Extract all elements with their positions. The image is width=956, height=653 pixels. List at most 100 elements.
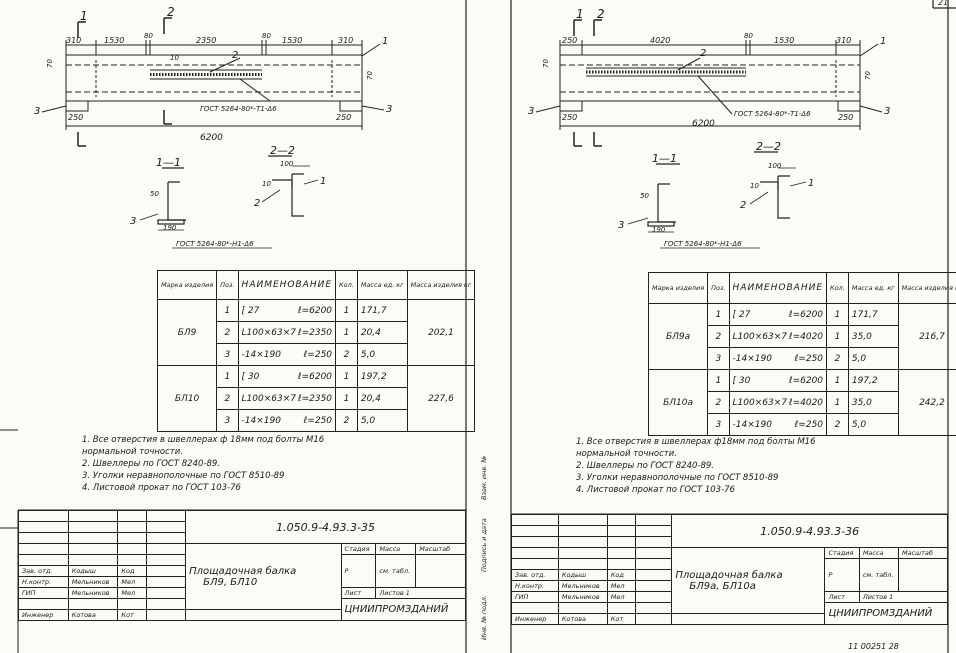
profile: -14×190 xyxy=(241,415,281,426)
dim-80-right: 80 xyxy=(262,32,271,40)
tb-cell-blank xyxy=(67,554,119,566)
sec22-leader-2 xyxy=(749,191,769,205)
tb-signature: Мел xyxy=(117,576,147,588)
qty-cell: 1 xyxy=(826,369,849,392)
tb-person: Кодыш xyxy=(67,565,119,577)
section-1-label: 1 xyxy=(80,9,88,23)
tb-signature: Мел xyxy=(117,587,147,599)
pos-1-label: 1 xyxy=(880,36,886,47)
section-2-2-title: 2—2 xyxy=(756,140,781,153)
tb-cell-blank xyxy=(557,558,608,570)
tb-role: Н.контр. xyxy=(18,576,69,588)
qty-cell: 2 xyxy=(826,413,849,436)
mass-cell: 171,7 xyxy=(356,299,408,322)
sec22-angle xyxy=(760,181,779,190)
sec11-channel xyxy=(167,181,186,221)
tb-cell-blank xyxy=(634,558,673,570)
dim-80-left: 80 xyxy=(144,32,153,40)
leader-pos-1 xyxy=(859,43,879,57)
total-mass-cell: 202,1 xyxy=(406,299,476,366)
th-mass: Масса ед. кг xyxy=(847,272,899,304)
sec22-angle xyxy=(272,179,293,188)
tb-drawing-code: 1.050.9-4.93.3-36 xyxy=(671,514,948,548)
pos-cell: 1 xyxy=(216,365,239,388)
section-1-label: 1 xyxy=(576,7,584,21)
sec22-channel xyxy=(777,175,790,219)
tb-cell-blank xyxy=(557,514,608,526)
dim-side-70-left: 70 xyxy=(542,59,550,68)
sec22-pos-1: 1 xyxy=(320,176,326,187)
sec22-dim-100-label: 100 xyxy=(280,160,294,168)
dim-6200: 6200 xyxy=(200,133,223,143)
pos-2-label: 2 xyxy=(232,50,238,61)
length: ℓ=4020 xyxy=(788,397,824,408)
th-pos: Поз. xyxy=(216,270,239,300)
pos-3-label-left: 3 xyxy=(528,106,534,117)
sheet-number: 21 xyxy=(938,0,949,7)
mark-cell: БЛ9а xyxy=(647,303,709,370)
mass-cell: 35,0 xyxy=(847,325,899,348)
tb-cell-blank xyxy=(18,598,69,610)
th-mark: Марка изделия xyxy=(647,272,709,304)
pos-3-label-right: 3 xyxy=(884,106,890,117)
mass-cell: 197,2 xyxy=(847,369,899,392)
dim-310: 310 xyxy=(836,36,851,45)
tb-cell-blank xyxy=(145,510,187,522)
tb-cell-blank xyxy=(145,598,187,610)
sheet-left-drawing: 1 2 310 1530 80 10 2350 80 1530 310 70 7… xyxy=(0,0,467,653)
tb-cell-blank xyxy=(606,514,636,526)
tb-cell-blank xyxy=(511,536,559,548)
pos-cell: 1 xyxy=(216,299,239,322)
tb-sheets: Листов 1 xyxy=(375,587,466,599)
tb-mass: см. табл. xyxy=(375,554,417,588)
tb-role: Зав. отд. xyxy=(18,565,69,577)
tb-person: Мельников xyxy=(67,587,119,599)
tb-person: Котова xyxy=(557,613,608,625)
pos-3-label-right: 3 xyxy=(386,104,392,115)
tb-person: Мельников xyxy=(67,576,119,588)
tb-title-line-1: Площадочная балка xyxy=(189,565,297,577)
dim-side-70-right: 70 xyxy=(366,71,374,80)
plate-right xyxy=(837,100,861,112)
tb-title-line-2: БЛ9а, БЛ10а xyxy=(689,580,756,592)
dim-310-right: 310 xyxy=(338,36,353,45)
th-mass: Масса ед. кг xyxy=(356,270,408,300)
weld-gost-label: ГОСТ 5264-80*-Т1-Δ6 xyxy=(200,105,277,113)
tb-cell-blank xyxy=(67,543,119,555)
tb-date xyxy=(634,591,673,603)
dim-250-left: 250 xyxy=(562,113,577,122)
profile: L100×63×7 xyxy=(241,393,296,404)
profile: [ 30 xyxy=(732,375,751,386)
length: ℓ=250 xyxy=(794,419,824,430)
tb-stage: Р xyxy=(824,558,860,592)
total-mass-cell: 227,6 xyxy=(406,365,476,432)
sec11-plate xyxy=(647,221,675,227)
tb-sheet: Лист xyxy=(824,591,860,603)
profile: -14×190 xyxy=(732,353,772,364)
tb-cell-blank xyxy=(117,543,147,555)
spec-table-left: Марка изделия Поз. НАИМЕНОВАНИЕ Кол. Мас… xyxy=(156,270,476,432)
pos-3-label-left: 3 xyxy=(34,106,40,117)
th-pos: Поз. xyxy=(707,272,730,304)
section-2-label: 2 xyxy=(597,7,605,21)
qty-cell: 2 xyxy=(335,409,358,432)
profile: L100×63×7 xyxy=(241,327,296,338)
side-label-inv: Инв. № подл. xyxy=(480,595,488,640)
dim-310-left: 310 xyxy=(66,36,81,45)
tb-date xyxy=(634,580,673,592)
length: ℓ=6200 xyxy=(788,309,824,320)
leader-weld xyxy=(239,78,271,102)
sec11-channel xyxy=(657,183,676,223)
pos-cell: 2 xyxy=(216,321,239,344)
note-line: 4. Листовой прокат по ГОСТ 103-76 xyxy=(576,485,735,495)
pos-cell: 3 xyxy=(216,409,239,432)
